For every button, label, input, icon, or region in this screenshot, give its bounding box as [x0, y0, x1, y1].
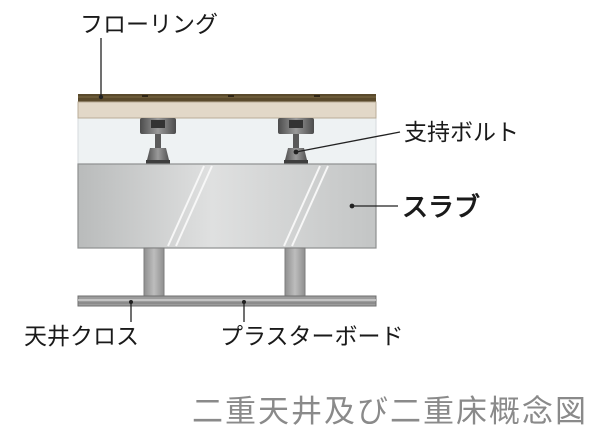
leader-flooring [98, 38, 104, 100]
label-slab: スラブ [402, 192, 480, 223]
label-ceiling-cloth: 天井クロス [24, 324, 139, 350]
leader-ceiling-cloth [129, 300, 133, 322]
label-support-bolt: 支持ボルト [404, 120, 519, 146]
label-flooring: フローリング [80, 12, 218, 38]
leader-slab [349, 203, 398, 209]
leader-plaster-board [242, 300, 246, 322]
floor-air-gap [77, 117, 377, 165]
label-plaster-board: プラスターボード [220, 324, 404, 350]
flooring-layer [78, 94, 376, 102]
floor-base-board [77, 101, 377, 119]
support-bolt-right [278, 118, 314, 164]
slab [77, 163, 377, 249]
ceiling-hanger-left [143, 247, 165, 297]
ceiling-board [77, 295, 377, 307]
leader-support-bolt [293, 131, 401, 155]
diagram-caption: 二重天井及び二重床概念図 [192, 394, 588, 430]
support-bolt-left [140, 118, 176, 164]
ceiling-hanger-right [284, 247, 306, 297]
